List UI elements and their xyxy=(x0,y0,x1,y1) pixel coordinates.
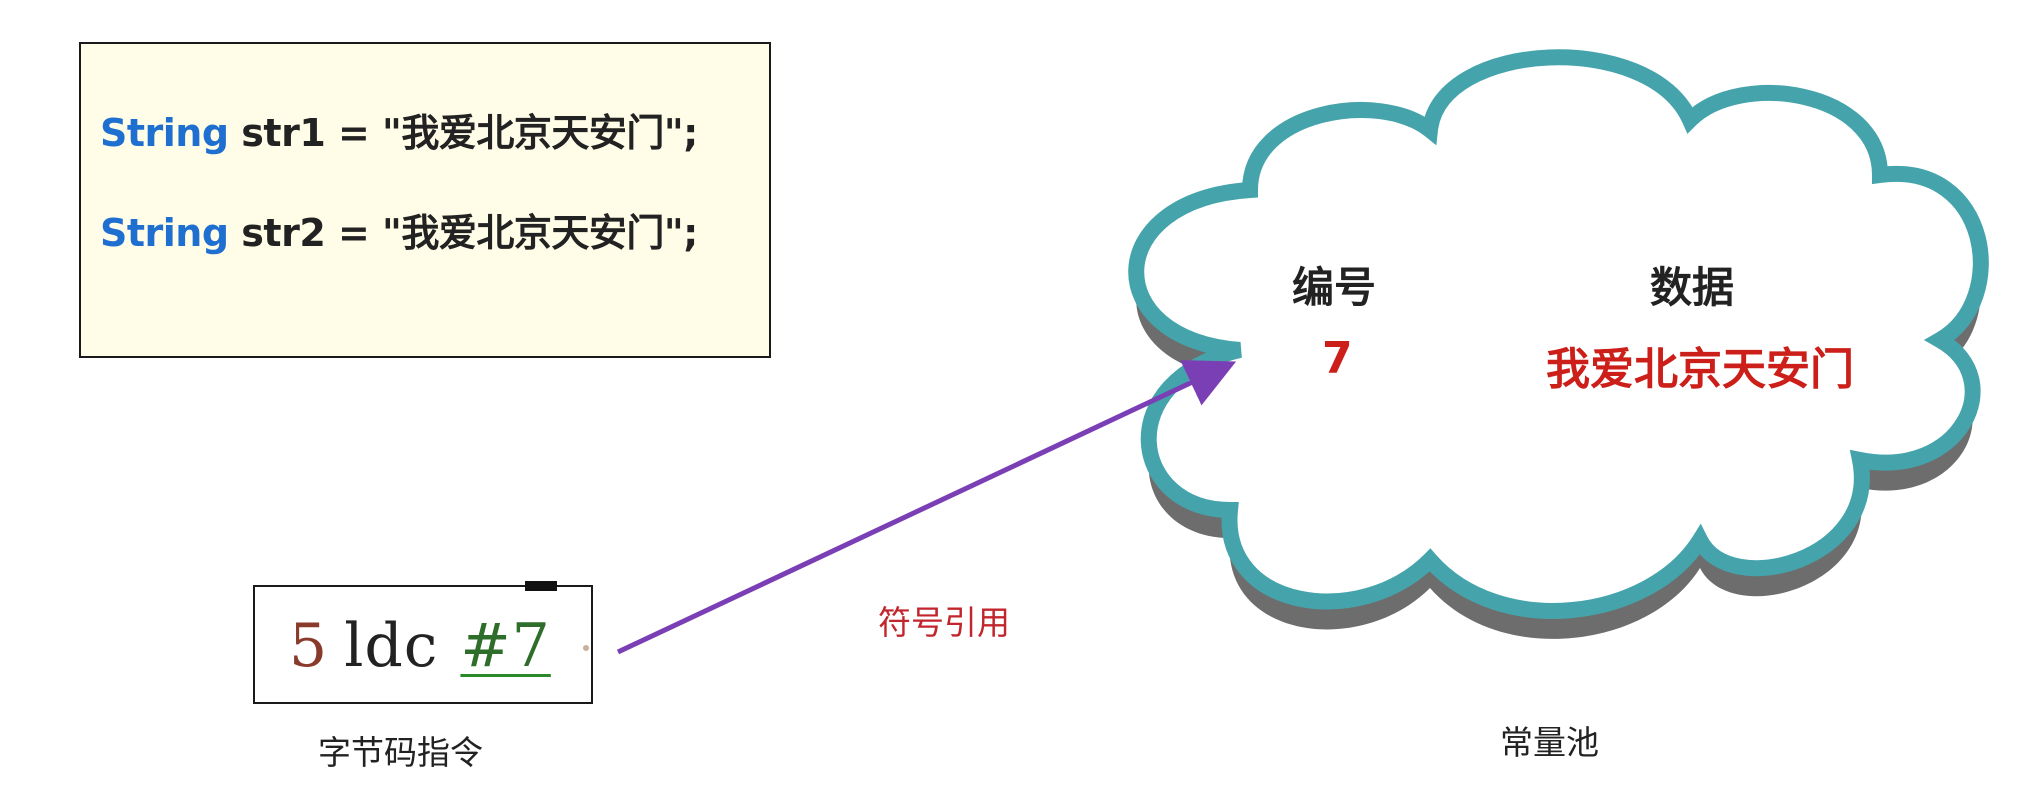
bytecode-caption: 字节码指令 xyxy=(318,733,483,772)
string-keyword: String xyxy=(100,111,229,155)
pool-id-value: 7 xyxy=(1322,333,1353,384)
bytecode-constant-ref: #7 xyxy=(460,611,551,681)
symbol-reference-label: 符号引用 xyxy=(878,603,1010,642)
bytecode-index: 5 xyxy=(289,611,329,681)
pool-data-value: 我爱北京天安门 xyxy=(1546,344,1854,395)
code-line-1-text: str1 = "我爱北京天安门"; xyxy=(228,111,698,155)
code-snippet-box: String str1 = "我爱北京天安门"; String str2 = "… xyxy=(79,42,771,358)
symbol-reference-arrow xyxy=(616,360,1237,655)
pool-id-header: 编号 xyxy=(1292,263,1377,312)
string-keyword: String xyxy=(100,211,229,255)
pool-data-header: 数据 xyxy=(1650,263,1735,312)
code-line-2-text: str2 = "我爱北京天安门"; xyxy=(228,211,698,255)
constant-pool-caption: 常量池 xyxy=(1500,723,1599,762)
bytecode-opcode: ldc xyxy=(344,611,439,681)
code-line-1: String str1 = "我爱北京天安门"; xyxy=(100,102,698,157)
code-line-2: String str2 = "我爱北京天安门"; xyxy=(100,202,698,257)
box-edge-mark xyxy=(525,581,557,591)
cloud-body xyxy=(1128,49,1989,619)
trailing-dot xyxy=(583,645,589,651)
